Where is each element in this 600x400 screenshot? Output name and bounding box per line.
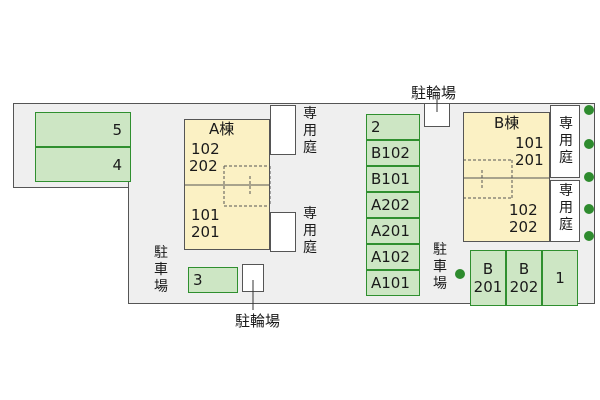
parking-space-b202: B 202 [506,250,542,306]
building-b-title: B棟 [494,114,520,132]
unit-a-101: 101 [191,206,220,224]
tree-icon [584,105,594,115]
tree-icon [584,231,594,241]
tree-icon [584,139,594,149]
parking-space-a201: A201 [366,218,420,244]
unit-b-202: 202 [509,218,538,236]
lot-seam-cover [129,179,594,189]
parking-space-a202: A202 [366,192,420,218]
car-parking-label: 駐車場 [154,245,168,295]
parking-space-4: 4 [35,147,131,182]
parking-space-number: B102 [371,144,410,162]
parking-space-number: 1 [555,269,565,287]
parking-space-building: B [518,260,530,278]
parking-space-a102: A102 [366,244,420,270]
parking-space-3: 3 [188,267,238,293]
parking-space-number: A201 [371,222,410,240]
parking-space-b201: B 201 [470,250,506,306]
bike-parking-label: 駐輪場 [235,312,281,330]
parking-space-number: A102 [371,248,410,266]
tree-icon [455,269,465,279]
private-garden-a-bottom [270,212,296,252]
unit-a-202: 202 [189,157,218,175]
parking-space-5: 5 [35,112,131,147]
parking-space-number: B101 [371,170,410,188]
parking-space-number: 201 [473,278,503,296]
private-garden-label: 専用庭 [559,116,573,166]
unit-a-201: 201 [191,223,220,241]
private-garden-a-top [270,105,296,155]
building-a-title: A棟 [209,120,235,138]
parking-space-number: A202 [371,196,410,214]
parking-space-b101: B101 [366,166,420,192]
parking-space-2: 2 [366,114,420,140]
parking-space-number: 202 [509,278,539,296]
unit-a-102: 102 [191,140,220,158]
parking-space-number: A101 [371,274,410,292]
private-garden-label: 専用庭 [303,206,317,256]
parking-space-number: 4 [112,155,122,174]
parking-space-a101: A101 [366,270,420,296]
private-garden-label: 専用庭 [559,183,573,233]
parking-space-b102: B102 [366,140,420,166]
car-parking-label: 駐車場 [433,242,447,292]
parking-space-1: 1 [542,250,578,306]
private-garden-label: 専用庭 [303,106,317,156]
private-garden-b-bottom [550,180,580,242]
private-garden-b-top [550,105,580,178]
unit-b-102: 102 [509,201,538,219]
tree-icon [584,172,594,182]
parking-space-number: 2 [371,118,381,136]
parking-space-number: 3 [193,271,203,289]
building-b [463,112,550,242]
unit-b-101: 101 [515,134,544,152]
bike-parking-label: 駐輪場 [411,84,457,102]
parking-space-number: 5 [112,120,122,139]
parking-space-building: B [482,260,494,278]
unit-b-201: 201 [515,151,544,169]
tree-icon [584,204,594,214]
